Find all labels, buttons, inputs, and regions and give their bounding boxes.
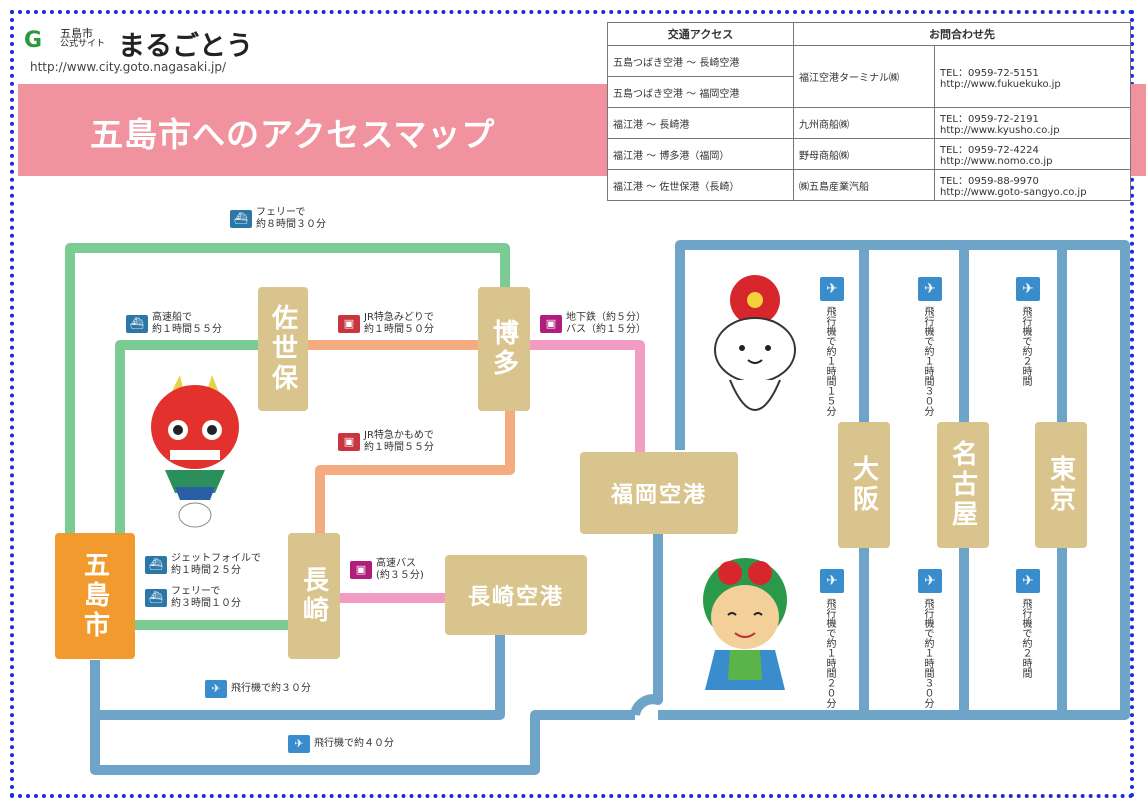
label-ferry-hakata: ⛴ フェリーで 約８時間３０分: [230, 207, 326, 231]
label-nagoya-down: 飛行機で約１時間３０分: [922, 598, 933, 708]
ferry-icon: ⛴: [145, 589, 167, 607]
label-nagoya-up: 飛行機で約１時間３０分: [922, 306, 933, 416]
bus-icon: ▣: [350, 561, 372, 579]
label-jr-kamome: ▣ JR特急かもめで 約１時間５５分: [338, 430, 434, 454]
plane-icon: ✈: [288, 735, 310, 753]
label-text: 地下鉄（約５分） バス（約１５分）: [566, 312, 646, 335]
table-row: 五島つばき空港 〜 福岡空港: [607, 76, 1131, 108]
label-jr-midori: ▣ JR特急みどりで 約１時間５０分: [338, 312, 434, 336]
route-cell: 五島つばき空港 〜 福岡空港: [607, 76, 794, 108]
table-header-contact: お問合わせ先: [793, 22, 1131, 46]
node-hakata[interactable]: 博多: [478, 287, 530, 411]
label-text: 高速バス (約３５分): [376, 558, 424, 581]
contact-cell[interactable]: TEL：0959-88-9970 http://www.goto-sangyo.…: [934, 169, 1131, 201]
route-cell: 五島つばき空港 〜 長崎空港: [607, 45, 794, 77]
label-text: JR特急みどりで 約１時間５０分: [364, 312, 434, 335]
node-nagasaki[interactable]: 長崎: [288, 533, 340, 659]
ferry-route-sasebo: [115, 340, 262, 545]
dotted-border-frame: [10, 10, 1134, 798]
node-tokyo[interactable]: 東京: [1035, 422, 1087, 548]
label-subway: ▣ 地下鉄（約５分） バス（約１５分）: [540, 312, 646, 336]
plane-icon: ✈: [820, 277, 844, 301]
node-osaka[interactable]: 大阪: [838, 422, 890, 548]
label-text: フェリーで 約８時間３０分: [256, 207, 326, 230]
label-highway-bus: ▣ 高速バス (約３５分): [350, 558, 424, 582]
company-cell: ㈱五島産業汽船: [793, 169, 935, 201]
contact-table: 交通アクセス お問合わせ先 五島つばき空港 〜 長崎空港 福江空港ターミナル㈱ …: [607, 22, 1131, 201]
oni-mascot-icon: [151, 375, 239, 528]
route-cell: 福江港 〜 博多港（福岡）: [607, 138, 794, 170]
label-tokyo-down: 飛行機で約２時間: [1020, 598, 1031, 678]
plane-icon: ✈: [918, 277, 942, 301]
label-osaka-up: 飛行機で約１時間１５分: [824, 306, 835, 416]
plane-icon: ✈: [205, 680, 227, 698]
ferry-icon: ⛴: [145, 556, 167, 574]
label-ferry-nagasaki: ⛴ フェリーで 約３時間１０分: [145, 586, 241, 610]
subway-icon: ▣: [540, 315, 562, 333]
plane-icon: ✈: [1016, 277, 1040, 301]
label-plane-40: ✈ 飛行機で約４０分: [288, 735, 394, 753]
company-cell: 野母商船㈱: [793, 138, 935, 170]
label-tokyo-up: 飛行機で約２時間: [1020, 306, 1031, 386]
page-title: 五島市へのアクセスマップ: [90, 115, 496, 154]
label-plane-30: ✈ 飛行機で約３０分: [205, 680, 311, 698]
label-text: 高速船で 約１時間５５分: [152, 312, 222, 335]
label-text: 飛行機で約４０分: [314, 738, 394, 749]
label-text: ジェットフォイルで 約１時間２５分: [171, 553, 261, 576]
node-nagoya[interactable]: 名古屋: [937, 422, 989, 548]
table-header-access: 交通アクセス: [607, 22, 794, 46]
label-jetfoil: ⛴ ジェットフォイルで 約１時間２５分: [145, 553, 261, 577]
node-sasebo[interactable]: 佐世保: [258, 287, 308, 411]
plane-icon: ✈: [918, 569, 942, 593]
train-icon: ▣: [338, 315, 360, 333]
node-fukuoka-airport[interactable]: 福岡空港: [580, 452, 738, 534]
label-text: JR特急かもめで 約１時間５５分: [364, 430, 434, 453]
air-grid-outer: [658, 240, 1130, 720]
node-nagasaki-airport[interactable]: 長崎空港: [445, 555, 587, 635]
camellia-cat-mascot-icon: [714, 275, 796, 411]
logo-sub-bottom: 公式サイト: [60, 39, 106, 49]
label-osaka-down: 飛行機で約１時間２０分: [824, 598, 835, 708]
air-route-nagasaki: [90, 635, 505, 720]
site-url[interactable]: http://www.city.goto.nagasaki.jp/: [30, 60, 226, 74]
logo-name[interactable]: まるごとう: [118, 31, 253, 62]
plane-icon: ✈: [820, 569, 844, 593]
label-text: 飛行機で約３０分: [231, 683, 311, 694]
company-cell: 福江空港ターミナル㈱: [793, 45, 935, 108]
title-banner-edge: [1130, 84, 1146, 176]
route-cell: 福江港 〜 佐世保港（長崎）: [607, 169, 794, 201]
label-text: フェリーで 約３時間１０分: [171, 586, 241, 609]
table-row: 福江港 〜 佐世保港（長崎） ㈱五島産業汽船 TEL：0959-88-9970 …: [607, 169, 1131, 201]
ferry-icon: ⛴: [126, 315, 148, 333]
train-route-kamome: [315, 410, 515, 540]
logo-subtitle: 五島市 公式サイト: [60, 28, 105, 50]
girl-mascot-icon: [703, 558, 787, 690]
plane-icon: ✈: [1016, 569, 1040, 593]
goto-city-logo-icon[interactable]: G: [24, 28, 43, 53]
node-goto[interactable]: 五島市: [55, 533, 135, 659]
air-route-fukuoka: [90, 710, 635, 775]
logo-sub-top: 五島市: [60, 27, 93, 40]
ferry-icon: ⛴: [230, 210, 252, 228]
label-fast-sasebo: ⛴ 高速船で 約１時間５５分: [126, 312, 222, 336]
air-route-fukuoka-arc: [630, 525, 663, 717]
company-cell: 九州商船㈱: [793, 107, 935, 139]
table-row: 五島つばき空港 〜 長崎空港 福江空港ターミナル㈱ TEL：0959-72-51…: [607, 45, 1131, 108]
subway-route-fukuoka: [530, 340, 645, 455]
ferry-route-hakata: [65, 243, 510, 545]
train-icon: ▣: [338, 433, 360, 451]
